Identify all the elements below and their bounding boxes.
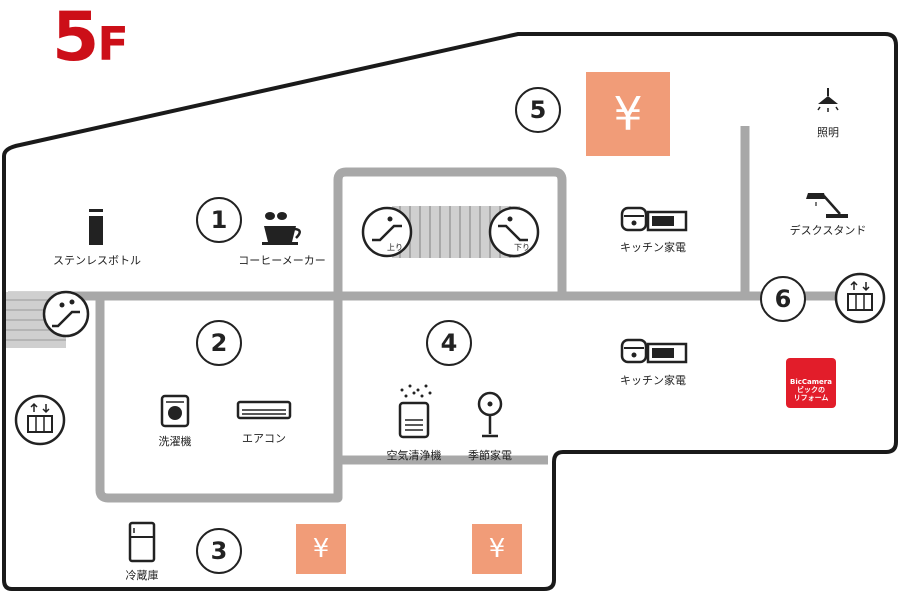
refrigerator-icon bbox=[128, 521, 156, 563]
elevator-icon-right[interactable] bbox=[834, 272, 886, 324]
label-air-purifier[interactable]: 空気清浄機 bbox=[386, 449, 442, 462]
label-aircon[interactable]: エアコン bbox=[242, 432, 286, 445]
rice-cooker-icon-lower bbox=[620, 338, 648, 364]
logo-line-2: ビックの bbox=[797, 386, 825, 394]
label-washer[interactable]: 洗濯機 bbox=[158, 435, 192, 448]
desk-lamp-icon bbox=[806, 193, 848, 218]
zone-5[interactable]: 5 bbox=[515, 87, 561, 133]
microwave-icon-lower bbox=[646, 342, 688, 364]
air-conditioner-icon bbox=[236, 400, 292, 420]
label-kitchen-upper[interactable]: キッチン家電 bbox=[620, 241, 686, 254]
escalator-up-label: 上り bbox=[387, 243, 403, 252]
coffee-cup-icon bbox=[262, 212, 301, 245]
floor-number: 5F bbox=[52, 0, 129, 77]
yen-atm-marker-large[interactable]: ¥ bbox=[586, 72, 670, 156]
escalator-down-label: 下り bbox=[514, 243, 530, 252]
zone-1[interactable]: 1 bbox=[196, 197, 242, 243]
zone-2[interactable]: 2 bbox=[196, 320, 242, 366]
yen-atm-marker-right[interactable]: ¥ bbox=[472, 524, 522, 574]
zone-6[interactable]: 6 bbox=[760, 276, 806, 322]
elevator-icon-left[interactable] bbox=[14, 394, 66, 446]
label-seasonal[interactable]: 季節家電 bbox=[468, 449, 512, 462]
zone-3[interactable]: 3 bbox=[196, 528, 242, 574]
label-bottle[interactable]: ステンレスボトル bbox=[53, 254, 141, 267]
biccamera-reform-logo[interactable]: BicCamera ビックの リフォーム bbox=[786, 358, 836, 408]
air-purifier-icon bbox=[398, 384, 432, 439]
yen-atm-marker-left[interactable]: ¥ bbox=[296, 524, 346, 574]
escalator-up-icon[interactable]: 上り bbox=[361, 206, 413, 258]
washing-machine-icon bbox=[160, 394, 190, 428]
logo-line-3: リフォーム bbox=[793, 394, 829, 402]
ceiling-lamp-icon bbox=[817, 88, 839, 112]
logo-line-1: BicCamera bbox=[790, 378, 832, 386]
label-desk-stand[interactable]: デスクスタンド bbox=[789, 224, 867, 237]
rice-cooker-icon bbox=[620, 206, 648, 232]
floor-outline bbox=[2, 32, 898, 591]
zone-4[interactable]: 4 bbox=[426, 320, 472, 366]
bottle-icon bbox=[89, 209, 103, 245]
corridors bbox=[8, 126, 838, 503]
label-kitchen-lower[interactable]: キッチン家電 bbox=[620, 374, 686, 387]
fan-icon bbox=[477, 391, 503, 438]
label-lighting[interactable]: 照明 bbox=[817, 126, 839, 139]
escalator-down-icon[interactable]: 下り bbox=[488, 206, 540, 258]
label-coffee-maker[interactable]: コーヒーメーカー bbox=[238, 254, 326, 267]
left-escalator-icon[interactable] bbox=[42, 290, 90, 338]
microwave-icon bbox=[646, 210, 688, 232]
label-fridge[interactable]: 冷蔵庫 bbox=[125, 569, 159, 582]
